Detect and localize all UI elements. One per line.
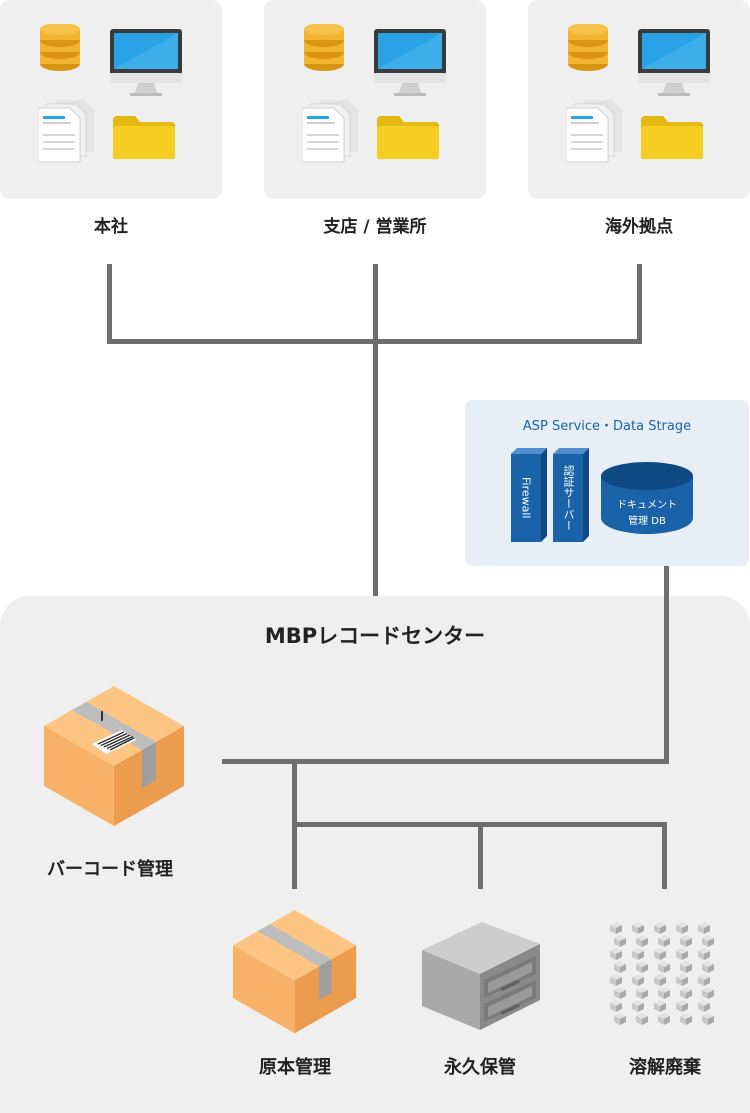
db-label-line1: ドキュメント: [617, 500, 677, 511]
connector-line: [664, 566, 669, 764]
cabinet-icon: [422, 922, 540, 1030]
item-label-disposal: 溶解廃棄: [629, 1057, 701, 1078]
connector-line: [107, 264, 112, 344]
barcode-label: バーコード管理: [47, 859, 173, 880]
documents-icon: [302, 100, 359, 163]
auth-server-label: 認証サーバー: [562, 465, 575, 531]
monitor-icon: [374, 29, 446, 96]
connector-line: [662, 822, 667, 889]
connector-line: [222, 759, 669, 764]
documents-icon: [38, 100, 95, 163]
item-label-permanent: 永久保管: [444, 1057, 516, 1078]
center-title: MBPレコードセンター: [264, 624, 486, 648]
asp-title: ASP Service・Data Strage: [522, 419, 692, 434]
record-center-panel: [0, 596, 750, 1113]
folder-icon: [113, 116, 175, 159]
site-box-overseas: [528, 0, 750, 199]
connector-line: [637, 264, 642, 344]
database-icon: [568, 24, 608, 71]
firewall-label: Firewall: [519, 477, 533, 519]
firewall-block: [511, 448, 547, 542]
monitor-icon: [110, 29, 182, 96]
item-label-original: 原本管理: [259, 1057, 331, 1078]
documents-icon: [566, 100, 623, 163]
site-label-branch: 支店 / 営業所: [323, 217, 427, 237]
db-label-line2: 管理 DB: [628, 516, 666, 527]
database-icon: [40, 24, 80, 71]
site-box-headquarters: [0, 0, 222, 199]
connector-line: [373, 264, 378, 598]
folder-icon: [641, 116, 703, 159]
shredded-pieces-icon: [610, 922, 714, 1025]
folder-icon: [377, 116, 439, 159]
site-box-branch: [264, 0, 486, 199]
auth-server-block: [553, 448, 589, 542]
document-db-cylinder: [601, 462, 693, 534]
original-storage-box-icon: [233, 910, 357, 1034]
connector-line: [478, 822, 483, 889]
site-label-overseas: 海外拠点: [605, 217, 673, 237]
barcode-box-icon: [44, 686, 184, 826]
site-label-headquarters: 本社: [94, 217, 128, 237]
connector-line: [107, 339, 642, 344]
asp-service-panel: ASP Service・Data Strage Firewall 認証サーバー …: [465, 400, 749, 566]
database-icon: [304, 24, 344, 71]
monitor-icon: [638, 29, 710, 96]
